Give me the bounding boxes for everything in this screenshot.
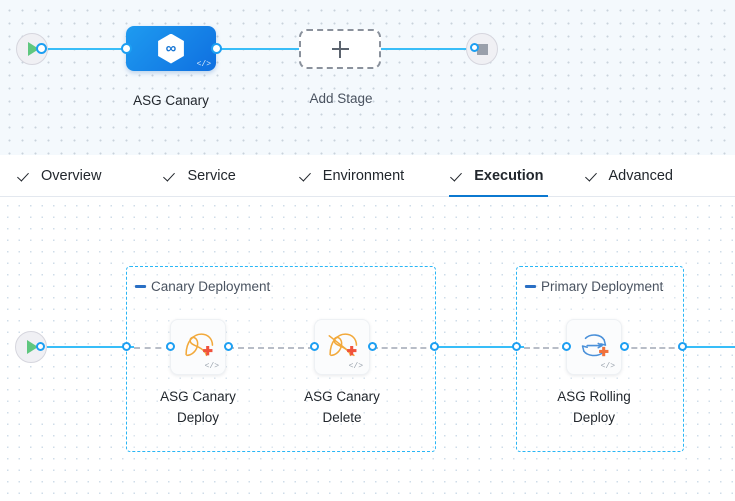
pipeline-stage-canvas[interactable]: ∞ </> ASG Canary Add Stage bbox=[0, 0, 735, 155]
edge-canary-group-to-primary-group bbox=[434, 346, 524, 348]
check-icon bbox=[588, 169, 601, 182]
edge-add-stage-to-stop bbox=[377, 48, 475, 50]
check-icon bbox=[453, 169, 466, 182]
port-execution-start-out[interactable] bbox=[36, 342, 45, 351]
plus-icon bbox=[331, 40, 349, 58]
edge-dash-4 bbox=[524, 347, 568, 349]
group-label-canary-deployment[interactable]: Canary Deployment bbox=[135, 279, 270, 294]
edge-dash-2 bbox=[228, 347, 314, 349]
asg-canary-delete-icon bbox=[328, 333, 358, 357]
play-icon bbox=[28, 42, 39, 56]
port-asg-rolling-deploy-in[interactable] bbox=[562, 342, 571, 351]
step-asg-canary-deploy[interactable]: </> bbox=[170, 319, 226, 375]
stage-config-tabs[interactable]: Overview Service Environment Execution A… bbox=[0, 155, 735, 198]
add-stage-button[interactable] bbox=[299, 29, 381, 69]
group-label-text: Canary Deployment bbox=[151, 279, 271, 294]
edge-start-to-canary-group bbox=[42, 346, 134, 348]
add-stage-label: Add Stage bbox=[309, 91, 373, 106]
port-asg-canary-out[interactable] bbox=[211, 43, 222, 54]
play-icon bbox=[27, 340, 38, 354]
step-label-asg-rolling-deploy: ASG Rolling Deploy bbox=[557, 389, 631, 425]
pipeline-start-node[interactable] bbox=[16, 33, 48, 65]
execution-steps-canvas[interactable]: Canary Deployment Primary Deployment bbox=[0, 197, 735, 501]
port-canary-group-out[interactable] bbox=[430, 342, 439, 351]
tab-advanced[interactable]: Advanced bbox=[584, 155, 678, 197]
group-label-text: Primary Deployment bbox=[541, 279, 664, 294]
tab-overview[interactable]: Overview bbox=[16, 155, 105, 197]
step-asg-rolling-deploy[interactable]: </> bbox=[566, 319, 622, 375]
port-asg-canary-delete-out[interactable] bbox=[368, 342, 377, 351]
edge-asg-canary-to-add-stage bbox=[215, 48, 305, 50]
stage-asg-canary[interactable]: ∞ </> bbox=[126, 26, 216, 71]
stage-code-badge[interactable]: </> bbox=[196, 60, 211, 69]
minus-icon[interactable] bbox=[135, 285, 146, 288]
port-asg-canary-deploy-out[interactable] bbox=[224, 342, 233, 351]
step-code-badge[interactable]: </> bbox=[204, 362, 219, 371]
stage-label-asg-canary: ASG Canary bbox=[133, 93, 209, 108]
port-asg-canary-delete-in[interactable] bbox=[310, 342, 319, 351]
port-canary-group-in[interactable] bbox=[122, 342, 131, 351]
check-icon bbox=[20, 169, 33, 182]
step-code-badge[interactable]: </> bbox=[600, 362, 615, 371]
asg-rolling-deploy-icon bbox=[581, 334, 609, 357]
tab-label: Execution bbox=[474, 167, 544, 184]
port-primary-group-in[interactable] bbox=[512, 342, 521, 351]
tab-label: Advanced bbox=[608, 167, 674, 184]
step-label-asg-canary-deploy: ASG Canary Deploy bbox=[160, 389, 236, 425]
step-label-asg-canary-delete: ASG Canary Delete bbox=[304, 389, 380, 425]
tab-label: Environment bbox=[322, 167, 405, 184]
harness-infinity-icon: ∞ bbox=[156, 33, 186, 64]
port-stop-in[interactable] bbox=[470, 43, 479, 52]
minus-icon[interactable] bbox=[525, 285, 536, 288]
tab-label: Service bbox=[187, 167, 236, 184]
tab-label: Overview bbox=[41, 167, 102, 184]
tab-execution[interactable]: Execution bbox=[449, 155, 548, 198]
edge-start-to-asg-canary bbox=[42, 48, 134, 50]
port-asg-canary-in[interactable] bbox=[121, 43, 132, 54]
edge-dash-3 bbox=[372, 347, 436, 349]
port-asg-rolling-deploy-out[interactable] bbox=[620, 342, 629, 351]
edge-dash-5 bbox=[622, 347, 684, 349]
tab-environment[interactable]: Environment bbox=[298, 155, 408, 197]
check-icon bbox=[166, 169, 179, 182]
edge-dash-1 bbox=[134, 347, 172, 349]
step-code-badge[interactable]: </> bbox=[348, 362, 363, 371]
stop-icon bbox=[476, 43, 488, 55]
port-primary-group-out[interactable] bbox=[678, 342, 687, 351]
port-start-out[interactable] bbox=[36, 43, 47, 54]
tab-service[interactable]: Service bbox=[162, 155, 239, 197]
step-asg-canary-delete[interactable]: </> bbox=[314, 319, 370, 375]
port-asg-canary-deploy-in[interactable] bbox=[166, 342, 175, 351]
group-label-primary-deployment[interactable]: Primary Deployment bbox=[525, 279, 663, 294]
edge-primary-group-out bbox=[682, 346, 735, 348]
check-icon bbox=[302, 169, 315, 182]
asg-canary-deploy-icon bbox=[185, 333, 214, 357]
